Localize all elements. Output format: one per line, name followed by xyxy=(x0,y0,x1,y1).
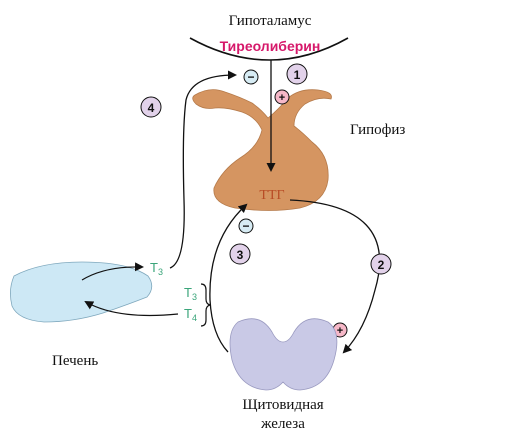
pituitary-label: Гипофиз xyxy=(350,122,405,138)
liver-t3-out-arrow xyxy=(81,262,144,281)
t3-label: T3 xyxy=(184,285,197,302)
liver-label: Печень xyxy=(52,353,98,369)
hypothalamus-label: Гипоталамус xyxy=(229,13,312,29)
minus-sign-pituitary: − xyxy=(242,219,249,233)
thyroid-to-pituitary-arrow xyxy=(209,203,248,353)
plus-marker xyxy=(274,89,290,105)
hypothalamus-arc xyxy=(189,37,349,61)
step-1-number: 1 xyxy=(294,68,301,82)
step-2-badge xyxy=(370,253,392,275)
step-1-group: − 1 + xyxy=(243,63,308,105)
pituitary-gland-shape xyxy=(192,89,332,211)
step-4-number: 4 xyxy=(148,101,155,115)
thyroid-label-line1: Щитовидная xyxy=(242,397,323,413)
liver-t3-label: T3 xyxy=(150,260,163,277)
step-2-number: 2 xyxy=(378,258,385,272)
plus-sign: + xyxy=(279,92,285,104)
thyroid-gland-shape xyxy=(229,318,338,391)
step-4-badge xyxy=(140,96,162,118)
thyroid-label-line2: железа xyxy=(260,416,305,432)
plus-sign-thyroid: + xyxy=(337,325,343,337)
step-3-badge xyxy=(229,243,251,265)
trh-label: Тиреолиберин xyxy=(220,38,321,54)
liver-to-hypothalamus-arrow xyxy=(169,70,237,269)
hormone-brace xyxy=(200,283,211,327)
liver-t4-in-arrow xyxy=(84,301,179,317)
step-3-number: 3 xyxy=(237,248,244,262)
tsh-label: ТТГ xyxy=(259,188,284,203)
minus-marker xyxy=(243,69,259,85)
liver-shape xyxy=(10,261,153,323)
minus-marker-pituitary xyxy=(238,218,254,234)
step-1-badge xyxy=(286,63,308,85)
minus-sign: − xyxy=(247,70,254,84)
t4-label: T4 xyxy=(184,306,197,323)
